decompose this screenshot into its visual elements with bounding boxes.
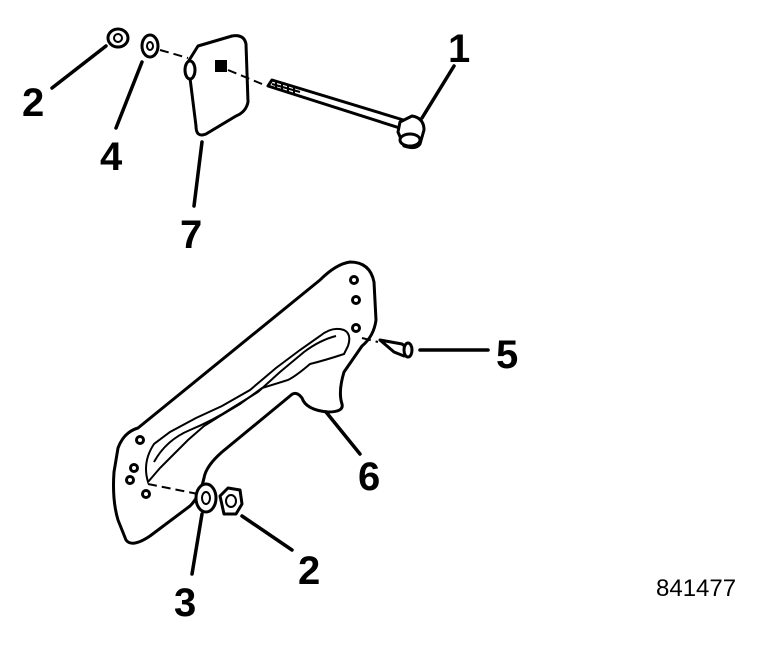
bracket	[112, 260, 378, 545]
upper-assembly	[106, 27, 426, 150]
leader-2-bottom	[240, 514, 294, 552]
plate	[183, 34, 263, 137]
leader-7	[192, 140, 204, 208]
leader-6	[324, 410, 362, 456]
callout-5: 5	[496, 333, 518, 377]
callout-2-bottom: 2	[298, 549, 320, 593]
figure-number: 841477	[656, 575, 736, 602]
nut-bottom	[218, 486, 244, 516]
callout-4: 4	[100, 135, 123, 179]
leader-lines	[50, 44, 490, 576]
callout-2-top: 2	[22, 81, 44, 125]
callout-1: 1	[448, 27, 470, 71]
callout-7: 7	[180, 213, 202, 257]
callout-3: 3	[174, 581, 196, 625]
leader-4	[114, 60, 144, 130]
plate-square-hole	[215, 60, 227, 72]
washer-bottom	[194, 482, 218, 514]
leader-1	[420, 64, 456, 120]
bolt	[266, 78, 426, 150]
screw	[361, 337, 414, 359]
callout-6: 6	[358, 455, 380, 499]
nut-top	[106, 27, 130, 49]
alignment-line-top	[159, 49, 189, 59]
callouts: 1 2 4 7 5 6 2 3	[22, 27, 518, 625]
alignment-line-bottom	[147, 483, 199, 495]
leader-2-top	[50, 44, 108, 90]
leader-3	[190, 512, 204, 576]
lower-assembly	[112, 260, 414, 545]
washer-top	[140, 33, 160, 59]
